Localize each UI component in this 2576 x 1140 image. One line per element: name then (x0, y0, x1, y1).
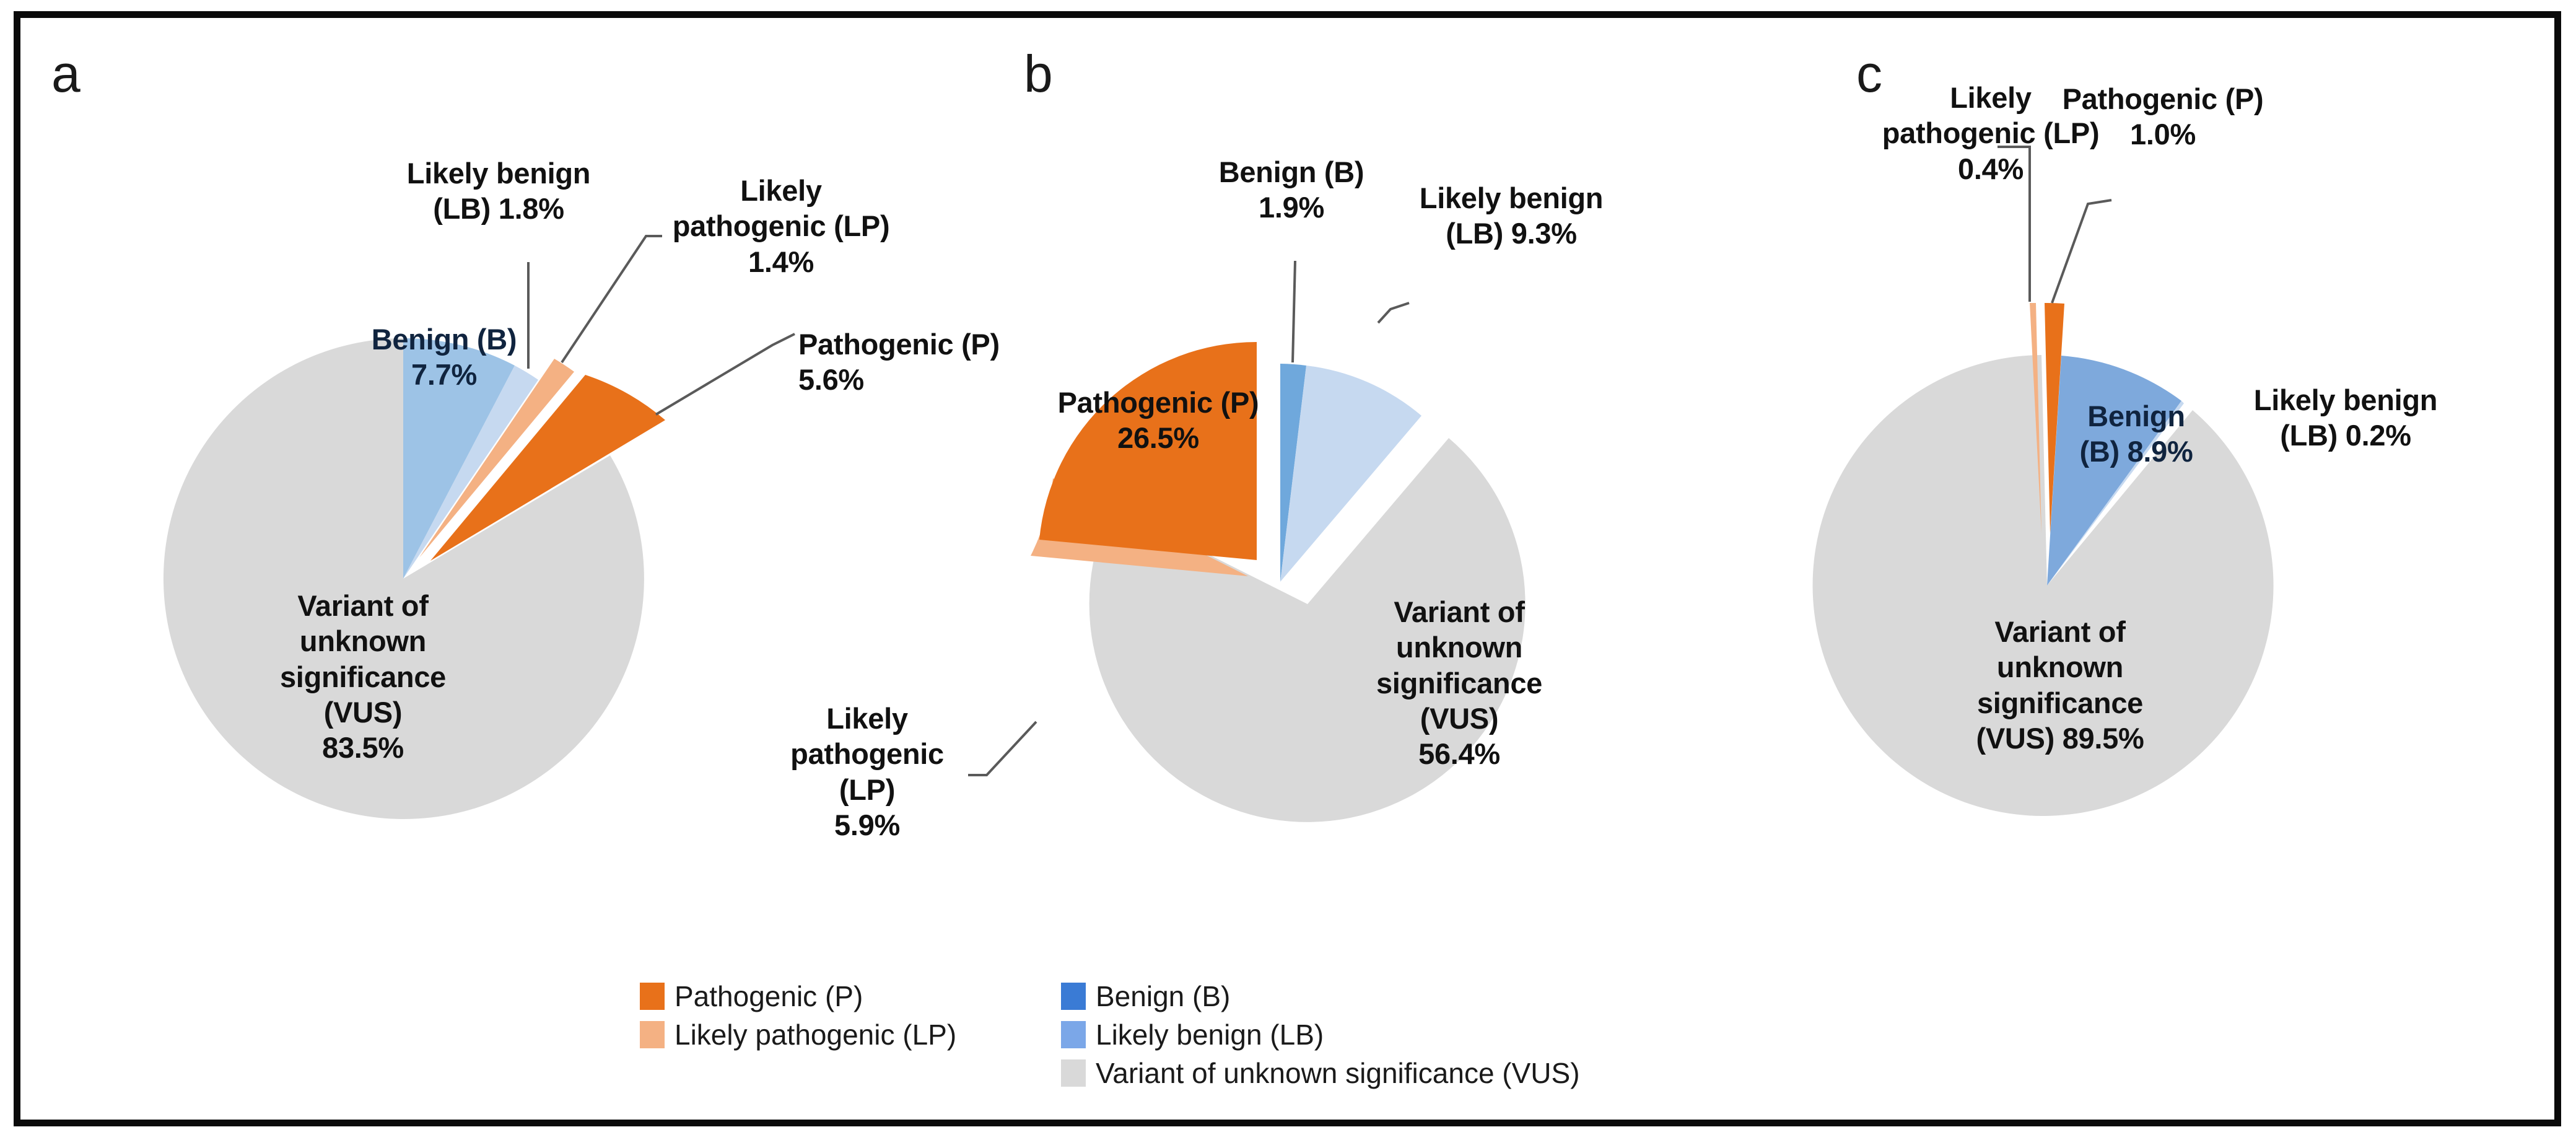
slice-a-likely-pathogenic (419, 359, 574, 558)
label-c-vus: Variant of unknown significance (VUS) 89… (1976, 615, 2144, 755)
legend-item-benign[interactable]: Benign (B) (1061, 977, 1580, 1015)
slice-c-vus (1812, 355, 2274, 816)
slice-b-benign (1280, 364, 1306, 582)
panel-letter-b: b (1024, 45, 1053, 103)
label-b-vus: Variant of unknown significance (VUS) 56… (1376, 595, 1543, 771)
legend-item-pathogenic[interactable]: Pathogenic (P) (640, 977, 956, 1015)
leader-line-a-likely-pathogenic (561, 235, 662, 364)
slice-c-pathogenic (2045, 302, 2064, 533)
legend-swatch-vus-icon (1061, 1059, 1086, 1087)
pie-chart-b (968, 260, 1526, 822)
legend-item-likely-pathogenic[interactable]: Likely pathogenic (LP) (640, 1015, 956, 1054)
label-b-likely-pathogenic: Likely pathogenic (LP) 5.9% (790, 702, 944, 841)
label-a-benign: Benign (B) 7.7% (371, 323, 517, 392)
label-c-likely-pathogenic: Likely pathogenic (LP) 0.4% (1882, 81, 2100, 185)
leader-line-b-likely-benign (1377, 302, 1410, 324)
legend-swatch-likely-pathogenic-icon (640, 1021, 665, 1048)
slice-a-pathogenic (430, 375, 665, 561)
legend-label-likely-pathogenic: Likely pathogenic (LP) (675, 1019, 957, 1051)
figure-frame: a Likely benign (LB) 1.8% Likely pathoge… (14, 11, 2561, 1126)
pie-chart-c (1812, 146, 2274, 816)
legend-column-right: Benign (B) Likely benign (LB) Variant of… (1061, 977, 1580, 1092)
label-b-likely-benign: Likely benign (LB) 9.3% (1419, 182, 1604, 250)
legend-label-vus: Variant of unknown significance (VUS) (1096, 1057, 1580, 1089)
legend-label-likely-benign: Likely benign (LB) (1096, 1019, 1324, 1051)
legend-item-likely-benign[interactable]: Likely benign (LB) (1061, 1015, 1580, 1054)
slice-b-vus (1089, 438, 1526, 822)
label-a-likely-pathogenic: Likely pathogenic (LP) 1.4% (672, 174, 890, 278)
leader-line-b-benign (1291, 260, 1296, 363)
slice-b-pathogenic (1039, 341, 1257, 560)
leader-line-c-pathogenic (2051, 199, 2112, 304)
label-b-benign: Benign (B) 1.9% (1218, 156, 1364, 224)
leader-line-c-likely-pathogenic (1997, 146, 2031, 302)
legend-swatch-benign-icon (1061, 983, 1086, 1010)
slice-c-likely-benign (2047, 401, 2184, 585)
slice-a-benign (403, 338, 515, 579)
slice-a-vus (163, 338, 644, 819)
label-c-benign: Benign (B) 8.9% (2079, 400, 2193, 468)
legend-swatch-pathogenic-icon (640, 983, 665, 1010)
slice-c-benign (2047, 356, 2181, 585)
legend-swatch-likely-benign-icon (1061, 1021, 1086, 1048)
slice-a-likely-benign (403, 366, 538, 579)
slice-b-likely-benign (1280, 366, 1421, 582)
legend-column-left: Pathogenic (P) Likely pathogenic (LP) (640, 977, 956, 1054)
leader-line-b-likely-pathogenic (968, 721, 1037, 776)
panel-letter-c: c (1856, 45, 1882, 103)
leader-line-a-pathogenic (655, 333, 795, 416)
panel-letter-a: a (51, 45, 81, 103)
label-c-pathogenic: Pathogenic (P) 1.0% (2062, 82, 2264, 151)
slice-c-likely-pathogenic (2030, 302, 2041, 533)
label-c-likely-benign: Likely benign (LB) 0.2% (2253, 384, 2438, 452)
label-b-pathogenic: Pathogenic (P) 26.5% (1057, 386, 1259, 455)
legend-label-pathogenic: Pathogenic (P) (675, 980, 863, 1012)
label-a-vus: Variant of unknown significance (VUS) 83… (279, 589, 447, 765)
legend-label-benign: Benign (B) (1096, 980, 1231, 1012)
pie-chart-a (163, 235, 795, 819)
legend-item-vus[interactable]: Variant of unknown significance (VUS) (1061, 1054, 1580, 1092)
label-a-pathogenic: Pathogenic (P) 5.6% (798, 328, 1000, 397)
label-a-likely-benign: Likely benign (LB) 1.8% (406, 157, 591, 226)
